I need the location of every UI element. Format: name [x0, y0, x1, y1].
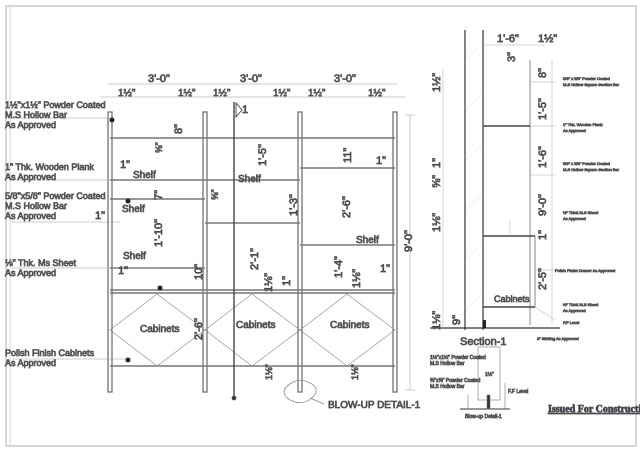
post-offset-dim: 1½": [308, 88, 326, 99]
post-offset-dim: 1½": [118, 88, 136, 99]
section-dim: 1½": [538, 33, 557, 45]
section-note: M.S Hollow Square Section Bar: [563, 167, 620, 172]
shelf-label: Shelf: [123, 251, 146, 262]
elevation-dim: 11": [342, 148, 354, 163]
post-offset-dim: 1½": [213, 88, 231, 99]
blowup-dim: 1½": [485, 371, 494, 378]
post-offset-dim: 1½": [273, 88, 291, 99]
elevation-dim: 1'-3": [288, 194, 300, 216]
elevation-note: 5/8"x5/8" Powder Coated: [5, 191, 105, 201]
shelf-label: Shelf: [238, 174, 261, 185]
elevation-dim: 1": [281, 276, 293, 286]
elevation-dim: 1⅛": [263, 273, 275, 292]
elevation-dim: 7": [153, 190, 165, 200]
elevation-dim: 2'-6": [341, 196, 353, 218]
elevation-dim: 1'-5": [257, 144, 269, 166]
elevation-dim: 1": [120, 159, 130, 171]
blowup-detail: [460, 346, 510, 410]
section-note: M.S Hollow Square Section Bar: [563, 82, 620, 87]
section-dim: 1'-6": [537, 146, 549, 168]
elevation-note: As Approved: [5, 172, 56, 182]
section-dim: 1⅛": [431, 213, 443, 232]
section-dim: 2'-5": [537, 268, 549, 290]
elevation-dim: 1'-4": [333, 256, 345, 278]
elevation-view: [12, 83, 415, 405]
bay-width-dim: 3'-0": [334, 73, 356, 85]
blowup-title: Blow-up Detail-1: [465, 414, 502, 420]
elevation-dim: 1'-10": [153, 219, 165, 247]
cabinet-label: Cabinets: [140, 324, 179, 335]
elevation-note: M.S Hollow Bar: [5, 110, 67, 120]
section-dim: 1½": [431, 73, 443, 92]
cabinet-label: Cabinets: [236, 320, 275, 331]
bay-width-dim: 3'-0": [240, 73, 262, 85]
blowup-label: BLOW-UP DETAIL-1: [328, 400, 421, 411]
elevation-dim: 9'-0": [403, 230, 415, 252]
section-note: 5/8" x 5/8" Powder Coated: [563, 161, 610, 166]
elevation-dim: 1": [118, 265, 128, 277]
post-offset-dim: 1½": [368, 88, 386, 99]
elevation-dim: 1": [380, 263, 390, 275]
section-dim: 1": [431, 158, 443, 168]
post-offset-dim: 1½": [178, 88, 196, 99]
cabinet-label: Cabinets: [330, 320, 369, 331]
elevation-dim: 1": [376, 155, 386, 167]
shelf-label: Shelf: [356, 235, 379, 246]
section-note: As Approved: [563, 128, 586, 133]
elevation-dim: 8": [173, 124, 185, 134]
elevation-note: As Approved: [5, 268, 56, 278]
section-note: As Approved: [563, 308, 586, 313]
section-dim: ⅝": [431, 175, 443, 188]
elevation-dim: 2'-1": [249, 248, 261, 270]
sheet-border: [5, 5, 637, 447]
blowup-callout: [283, 380, 325, 405]
shelf-label: Shelf: [133, 170, 156, 181]
elevation-note: Polish Finish Cabinets: [5, 348, 95, 358]
elevation-note: As Approved: [5, 358, 56, 368]
section-note: ⅛" Thick M.S Sheet: [563, 302, 599, 307]
elevation-note: As Approved: [5, 211, 56, 221]
section-view: [430, 30, 560, 330]
elevation-note: As Approved: [5, 120, 56, 130]
section-note: 3" Skirting As Approved: [537, 336, 579, 341]
section-dim: 9'-0": [537, 194, 549, 216]
issued-for-construction-stamp: Issued For Construction: [548, 404, 640, 415]
section-dim: 8": [537, 68, 549, 78]
section-dim: 1'-5": [537, 98, 549, 120]
section-note: Polish Finish Drawer As Approved: [555, 268, 615, 273]
section-dim: 1⅛": [431, 311, 443, 330]
blowup-level: F.F Level: [508, 389, 528, 395]
section-dim: 1": [537, 230, 549, 240]
bay-width-dim: 3'-0": [148, 73, 170, 85]
elevation-note: 1½"x1½" Powder Coated: [5, 100, 105, 110]
elevation-dim: 1⅛": [351, 269, 363, 288]
section-dim: 3": [506, 52, 518, 62]
elevation-dim: ⅝": [210, 189, 220, 200]
section-marker-number: 1: [242, 104, 248, 116]
section-dim: 1'-6": [497, 33, 519, 45]
section-note: 5/8" x 5/8" Powder Coated: [563, 76, 610, 81]
elevation-dim: ⅝": [154, 142, 164, 153]
section-title: Section-1: [460, 336, 506, 348]
section-note: 1" Thk. Wooden Plank: [563, 122, 603, 127]
elevation-note: M.S Hollow Bar: [5, 201, 67, 211]
shelf-label: Shelf: [122, 204, 145, 215]
elevation-dim: 1⅛": [350, 364, 360, 380]
section-note: As Approved: [563, 216, 586, 221]
section-note: ⅛" Thick M.S Sheet: [563, 210, 599, 215]
section-note: F.F Level: [563, 320, 579, 325]
elevation-note: 1" Thk. Wooden Plank: [5, 162, 94, 172]
section-dim: 9": [451, 315, 463, 325]
elevation-dim: 1": [95, 210, 105, 222]
section-cabinet-label: Cabinets: [494, 294, 530, 304]
elevation-note: ⅛" Thk. Ms Sheet: [5, 258, 77, 268]
elevation-dim: 10": [193, 264, 205, 280]
elevation-dim: 2'-6": [193, 318, 205, 340]
elevation-dim: 1⅛": [264, 364, 274, 380]
